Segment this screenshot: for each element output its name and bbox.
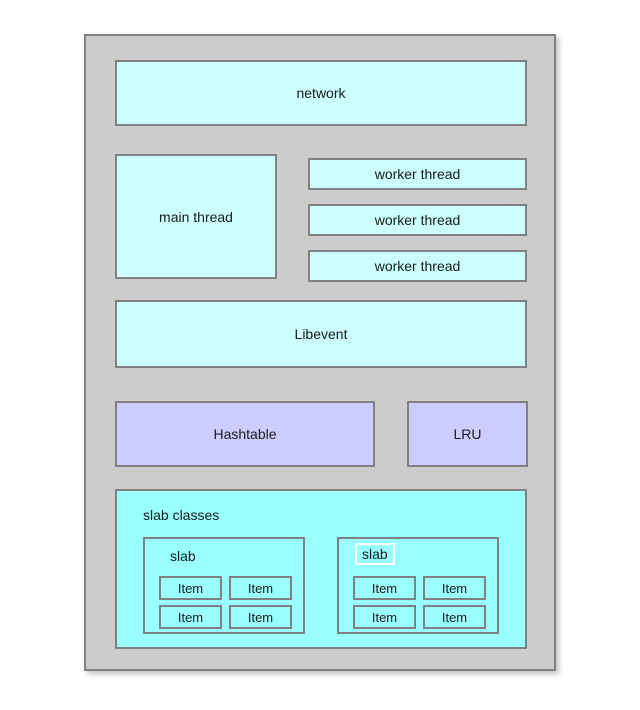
item-box[interactable]: Item (229, 576, 292, 600)
slab-box-2[interactable]: slab Item Item Item Item (337, 537, 499, 634)
item-box[interactable]: Item (423, 605, 486, 629)
worker-thread-box-1[interactable]: worker thread (308, 158, 527, 190)
item-box[interactable]: Item (353, 605, 416, 629)
main-thread-box[interactable]: main thread (115, 154, 277, 279)
item-box[interactable]: Item (159, 576, 222, 600)
worker-thread-box-2[interactable]: worker thread (308, 204, 527, 236)
network-box[interactable]: network (115, 60, 527, 126)
slab-label-1: slab (170, 548, 196, 564)
slab-label-2: slab (355, 543, 395, 565)
slab-classes-box[interactable]: slab classes slab Item Item Item Item sl… (115, 489, 527, 649)
libevent-box[interactable]: Libevent (115, 300, 527, 368)
slab-classes-label: slab classes (143, 507, 220, 523)
worker-thread-box-3[interactable]: worker thread (308, 250, 527, 282)
item-box[interactable]: Item (229, 605, 292, 629)
item-box[interactable]: Item (353, 576, 416, 600)
hashtable-box[interactable]: Hashtable (115, 401, 375, 467)
item-box[interactable]: Item (159, 605, 222, 629)
system-container: network main thread worker thread worker… (84, 34, 556, 671)
item-box[interactable]: Item (423, 576, 486, 600)
slab-box-1[interactable]: slab Item Item Item Item (143, 537, 305, 634)
lru-box[interactable]: LRU (407, 401, 528, 467)
